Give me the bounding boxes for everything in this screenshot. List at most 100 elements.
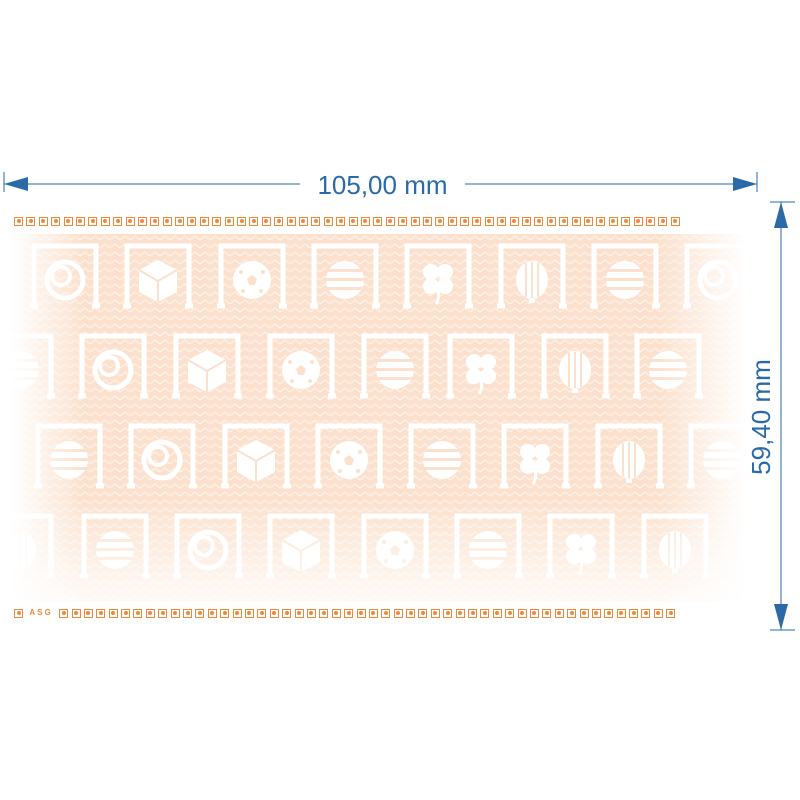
strip-icon bbox=[220, 608, 230, 618]
width-label: 105,00 mm bbox=[300, 168, 465, 202]
strip-icon bbox=[418, 608, 428, 618]
height-label: 59,40 mm bbox=[744, 337, 778, 497]
strip-icon bbox=[294, 608, 304, 618]
strip-icon bbox=[75, 216, 85, 226]
strip-icon bbox=[175, 216, 185, 226]
strip-icon bbox=[492, 608, 502, 618]
strip-icon bbox=[170, 608, 180, 618]
strip-icon bbox=[629, 608, 639, 618]
strip-icon bbox=[484, 216, 494, 226]
strip-icon bbox=[460, 216, 470, 226]
strip-icon bbox=[472, 216, 482, 226]
strip-icon bbox=[96, 608, 106, 618]
strip-icon bbox=[137, 216, 147, 226]
strip-icon bbox=[542, 608, 552, 618]
strip-icon bbox=[633, 216, 643, 226]
strip-icon bbox=[670, 216, 680, 226]
strip-icon bbox=[232, 608, 242, 618]
strip-icon bbox=[497, 216, 507, 226]
strip-icon bbox=[360, 216, 370, 226]
strip-icon bbox=[207, 608, 217, 618]
strip-icon bbox=[195, 608, 205, 618]
strip-icon bbox=[150, 216, 160, 226]
strip-icon bbox=[381, 608, 391, 618]
strip-icon bbox=[63, 216, 73, 226]
strip-icon bbox=[509, 216, 519, 226]
strip-icon bbox=[666, 608, 676, 618]
strip-icon bbox=[621, 216, 631, 226]
strip-icon bbox=[596, 216, 606, 226]
strip-icon bbox=[641, 608, 651, 618]
strip-icon bbox=[26, 216, 36, 226]
strip-icon bbox=[298, 216, 308, 226]
strip-icon bbox=[480, 608, 490, 618]
fade-overlay bbox=[10, 212, 747, 622]
strip-icon bbox=[274, 216, 284, 226]
strip-icon bbox=[158, 608, 168, 618]
strip-icon bbox=[145, 608, 155, 618]
strip-icon bbox=[554, 608, 564, 618]
strip-icon bbox=[199, 216, 209, 226]
strip-icon bbox=[331, 608, 341, 618]
height-dimension-line bbox=[770, 201, 795, 631]
strip-icon bbox=[616, 608, 626, 618]
strip-icon bbox=[244, 608, 254, 618]
strip-icon bbox=[249, 216, 259, 226]
strip-icon bbox=[269, 608, 279, 618]
strip-icon bbox=[468, 608, 478, 618]
strip-icon bbox=[108, 608, 118, 618]
strip-icon bbox=[653, 608, 663, 618]
strip-icon bbox=[608, 216, 618, 226]
strip-icon bbox=[546, 216, 556, 226]
strip-icon bbox=[319, 608, 329, 618]
strip-icon bbox=[162, 216, 172, 226]
strip-icon bbox=[645, 216, 655, 226]
strip-icon bbox=[344, 608, 354, 618]
strip-icon bbox=[121, 608, 131, 618]
strip-icon bbox=[311, 216, 321, 226]
strip-icon bbox=[71, 608, 81, 618]
strip-icon bbox=[373, 216, 383, 226]
strip-icon bbox=[261, 216, 271, 226]
strip-icon bbox=[435, 216, 445, 226]
strip-icon bbox=[212, 216, 222, 226]
strip-icon bbox=[455, 608, 465, 618]
strip-icon bbox=[658, 216, 668, 226]
strip-icon bbox=[113, 216, 123, 226]
strip-icon bbox=[187, 216, 197, 226]
strip-icon bbox=[336, 216, 346, 226]
strip-icon bbox=[224, 216, 234, 226]
strip-icon bbox=[51, 216, 61, 226]
strip-icon bbox=[14, 216, 23, 226]
bottom-icon-strip: ASG bbox=[14, 607, 676, 619]
brand-text: ASG bbox=[29, 608, 53, 617]
strip-icon bbox=[286, 216, 296, 226]
strip-icon bbox=[133, 608, 143, 618]
strip-icon bbox=[529, 608, 539, 618]
top-icon-strip bbox=[14, 215, 680, 227]
strip-icon bbox=[183, 608, 193, 618]
strip-icon bbox=[38, 216, 48, 226]
strip-icon bbox=[125, 216, 135, 226]
strip-icon bbox=[237, 216, 247, 226]
strip-icon bbox=[257, 608, 267, 618]
strip-icon bbox=[88, 216, 98, 226]
strip-icon bbox=[398, 216, 408, 226]
strip-icon bbox=[534, 216, 544, 226]
strip-icon bbox=[83, 608, 93, 618]
strip-icon bbox=[604, 608, 614, 618]
strip-icon bbox=[368, 608, 378, 618]
strip-icon bbox=[385, 216, 395, 226]
strip-icon bbox=[422, 216, 432, 226]
strip-icon bbox=[571, 216, 581, 226]
strip-icon bbox=[59, 608, 69, 618]
strip-icon bbox=[505, 608, 515, 618]
strip-icon bbox=[559, 216, 569, 226]
strip-icon bbox=[517, 608, 527, 618]
strip-icon bbox=[306, 608, 316, 618]
strip-icon bbox=[282, 608, 292, 618]
strip-icon bbox=[348, 216, 358, 226]
strip-icon bbox=[393, 608, 403, 618]
strip-icon bbox=[14, 608, 23, 618]
strip-icon bbox=[406, 608, 416, 618]
